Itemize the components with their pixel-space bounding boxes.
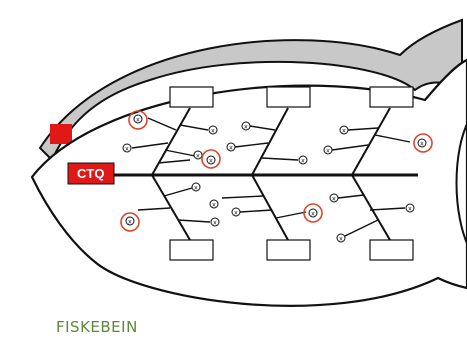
svg-text:x: x	[194, 184, 198, 192]
fishbone-spine: CTQ	[67, 162, 418, 185]
sub-bone	[344, 219, 379, 237]
svg-text:x: x	[196, 152, 200, 160]
cause-marker: x	[191, 182, 201, 192]
bone-bottom-left	[151, 174, 191, 241]
cause-marker: x	[193, 150, 203, 160]
bone-top-middle	[251, 107, 289, 176]
fish-gill	[455, 121, 467, 246]
category-box-bottom-middle	[266, 239, 311, 261]
category-box-bottom-right	[369, 239, 414, 261]
bone-top-left	[151, 107, 191, 176]
svg-text:x: x	[125, 145, 129, 153]
cause-marker: x	[308, 208, 318, 218]
svg-text:x: x	[408, 205, 412, 213]
sub-bone	[177, 219, 211, 223]
diagram-caption: FISKEBEIN	[56, 318, 138, 336]
highlight-circle	[201, 149, 221, 169]
svg-text:x: x	[234, 209, 238, 217]
cause-marker: x	[241, 121, 251, 131]
cause-marker: x	[329, 193, 339, 203]
sub-bone	[164, 149, 196, 157]
sub-bone	[337, 194, 365, 199]
sub-bone	[239, 209, 273, 213]
cause-marker: x	[209, 199, 219, 209]
sub-bone	[221, 195, 265, 199]
cause-marker: x	[206, 155, 216, 165]
sub-bone	[331, 144, 369, 151]
category-box-bottom-left	[169, 239, 214, 261]
sub-bone	[249, 125, 276, 131]
background-ctq-box	[50, 124, 72, 144]
bone-bottom-middle	[251, 174, 289, 241]
svg-text:x: x	[420, 140, 424, 148]
sub-bone	[131, 142, 169, 149]
cause-markers: x x x x x x x x x x x x x x x x x x x x	[122, 114, 427, 243]
cause-marker: x	[405, 203, 415, 213]
svg-text:x: x	[332, 195, 336, 203]
cause-marker: x	[339, 125, 349, 135]
sub-bone	[374, 134, 411, 143]
svg-text:x: x	[209, 157, 213, 165]
svg-text:x: x	[339, 235, 343, 243]
category-box-top-middle	[266, 86, 311, 108]
sub-bone	[137, 207, 171, 211]
bone-bottom-right	[351, 174, 391, 241]
svg-text:x: x	[311, 210, 315, 218]
category-box-top-left	[169, 86, 214, 108]
sub-bone	[275, 211, 307, 219]
highlight-circle	[303, 203, 323, 223]
svg-text:x: x	[128, 218, 132, 226]
svg-text:x: x	[244, 123, 248, 131]
sub-bone	[347, 127, 379, 131]
svg-text:x: x	[213, 219, 217, 227]
ctq-label: CTQ	[77, 166, 104, 181]
sub-bone	[261, 157, 299, 161]
cause-marker: x	[226, 142, 236, 152]
sub-bone	[234, 142, 269, 148]
sub-bones	[131, 117, 411, 237]
svg-text:x: x	[136, 116, 140, 124]
svg-text:x: x	[342, 127, 346, 135]
category-boxes	[169, 86, 414, 261]
cause-marker: x	[133, 114, 143, 124]
cause-marker: x	[231, 207, 241, 217]
main-bones	[151, 107, 391, 241]
svg-text:x: x	[212, 201, 216, 209]
cause-marker: x	[208, 125, 218, 135]
highlight-circle	[413, 133, 433, 153]
svg-text:x: x	[326, 147, 330, 155]
bone-top-right	[351, 107, 391, 176]
highlight-circle	[128, 110, 148, 130]
sub-bone	[179, 124, 209, 131]
ctq-box	[67, 162, 115, 185]
svg-text:x: x	[301, 157, 305, 165]
cause-marker: x	[125, 216, 135, 226]
cause-marker: x	[417, 138, 427, 148]
cause-marker: x	[323, 145, 333, 155]
sub-bone	[163, 187, 193, 197]
sub-bone	[369, 207, 406, 211]
sub-bone	[147, 117, 177, 131]
svg-text:x: x	[229, 144, 233, 152]
sub-bone	[157, 159, 191, 164]
highlight-circle	[120, 212, 140, 232]
cause-marker: x	[298, 155, 308, 165]
svg-text:x: x	[211, 127, 215, 135]
cause-marker: x	[210, 217, 220, 227]
cause-marker: x	[336, 233, 346, 243]
cause-marker: x	[122, 143, 132, 153]
highlight-circles	[120, 110, 433, 232]
category-box-top-right	[369, 86, 414, 108]
